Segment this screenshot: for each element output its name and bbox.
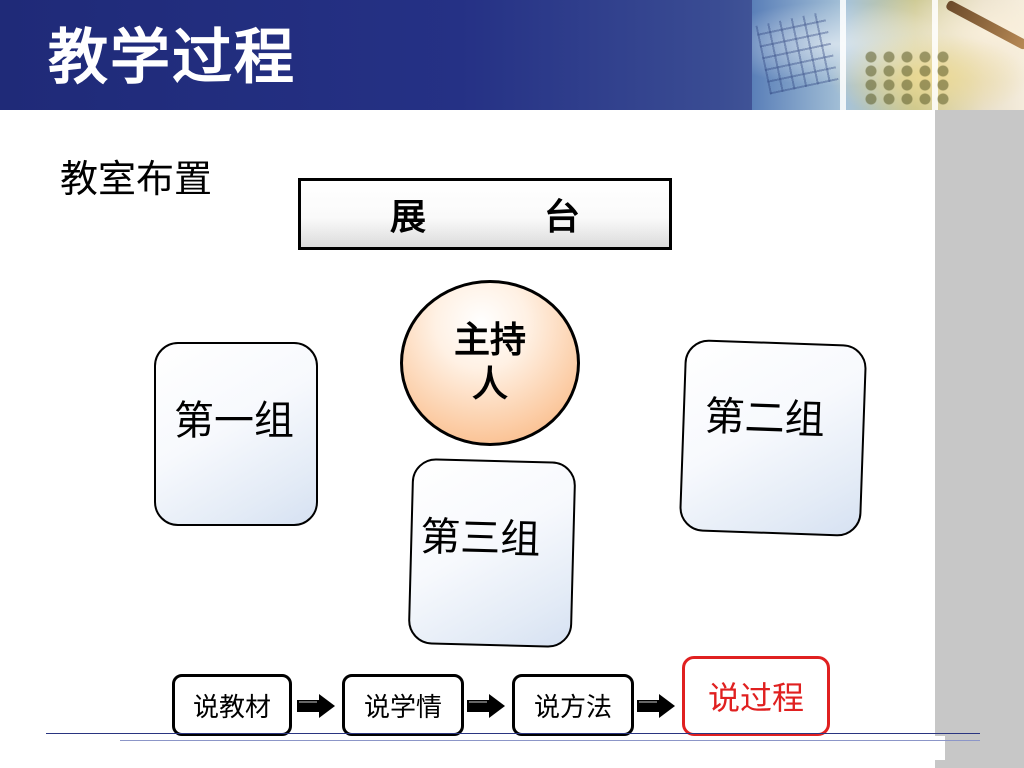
slide-title: 教学过程	[48, 23, 296, 93]
calculator-graphic	[862, 50, 952, 105]
slide-header: 教学过程	[0, 0, 1024, 110]
group-two-label: 第二组	[703, 393, 826, 444]
footer-divider-secondary	[120, 740, 980, 741]
flow-arrow-icon	[297, 694, 335, 718]
stage-char-2: 台	[544, 197, 581, 238]
flow-arrow-icon	[467, 694, 505, 718]
group-two-box: 第二组	[678, 338, 868, 538]
band-marker	[935, 736, 945, 760]
group-three-label: 第三组	[419, 514, 541, 564]
pen-graphic	[944, 0, 1024, 51]
header-decorative-image	[752, 0, 1024, 110]
footer-divider	[46, 733, 980, 734]
flow-arrow-icon	[637, 694, 675, 718]
flow-step-label: 说过程	[707, 679, 804, 717]
flow-step-process-active: 说过程	[682, 656, 830, 736]
flow-step-label: 说学情	[363, 692, 442, 723]
group-one-box: 第一组	[154, 342, 318, 526]
image-divider	[840, 0, 846, 110]
flow-step-textbook: 说教材	[172, 674, 292, 736]
stage-box: 展 台	[298, 178, 672, 250]
flow-step-label: 说方法	[533, 692, 612, 723]
group-three-box: 第三组	[407, 457, 577, 649]
stage-char-1: 展	[389, 197, 426, 238]
flow-step-students: 说学情	[342, 674, 464, 736]
group-one-label: 第一组	[174, 398, 294, 444]
flow-step-methods: 说方法	[512, 674, 634, 736]
flow-step-label: 说教材	[192, 692, 271, 723]
classroom-setup-label: 教室布置	[60, 157, 213, 201]
calendar-graphic	[755, 11, 839, 95]
host-circle: 主持人	[400, 280, 580, 446]
host-label: 主持人	[453, 320, 526, 405]
right-side-band	[935, 110, 1024, 768]
